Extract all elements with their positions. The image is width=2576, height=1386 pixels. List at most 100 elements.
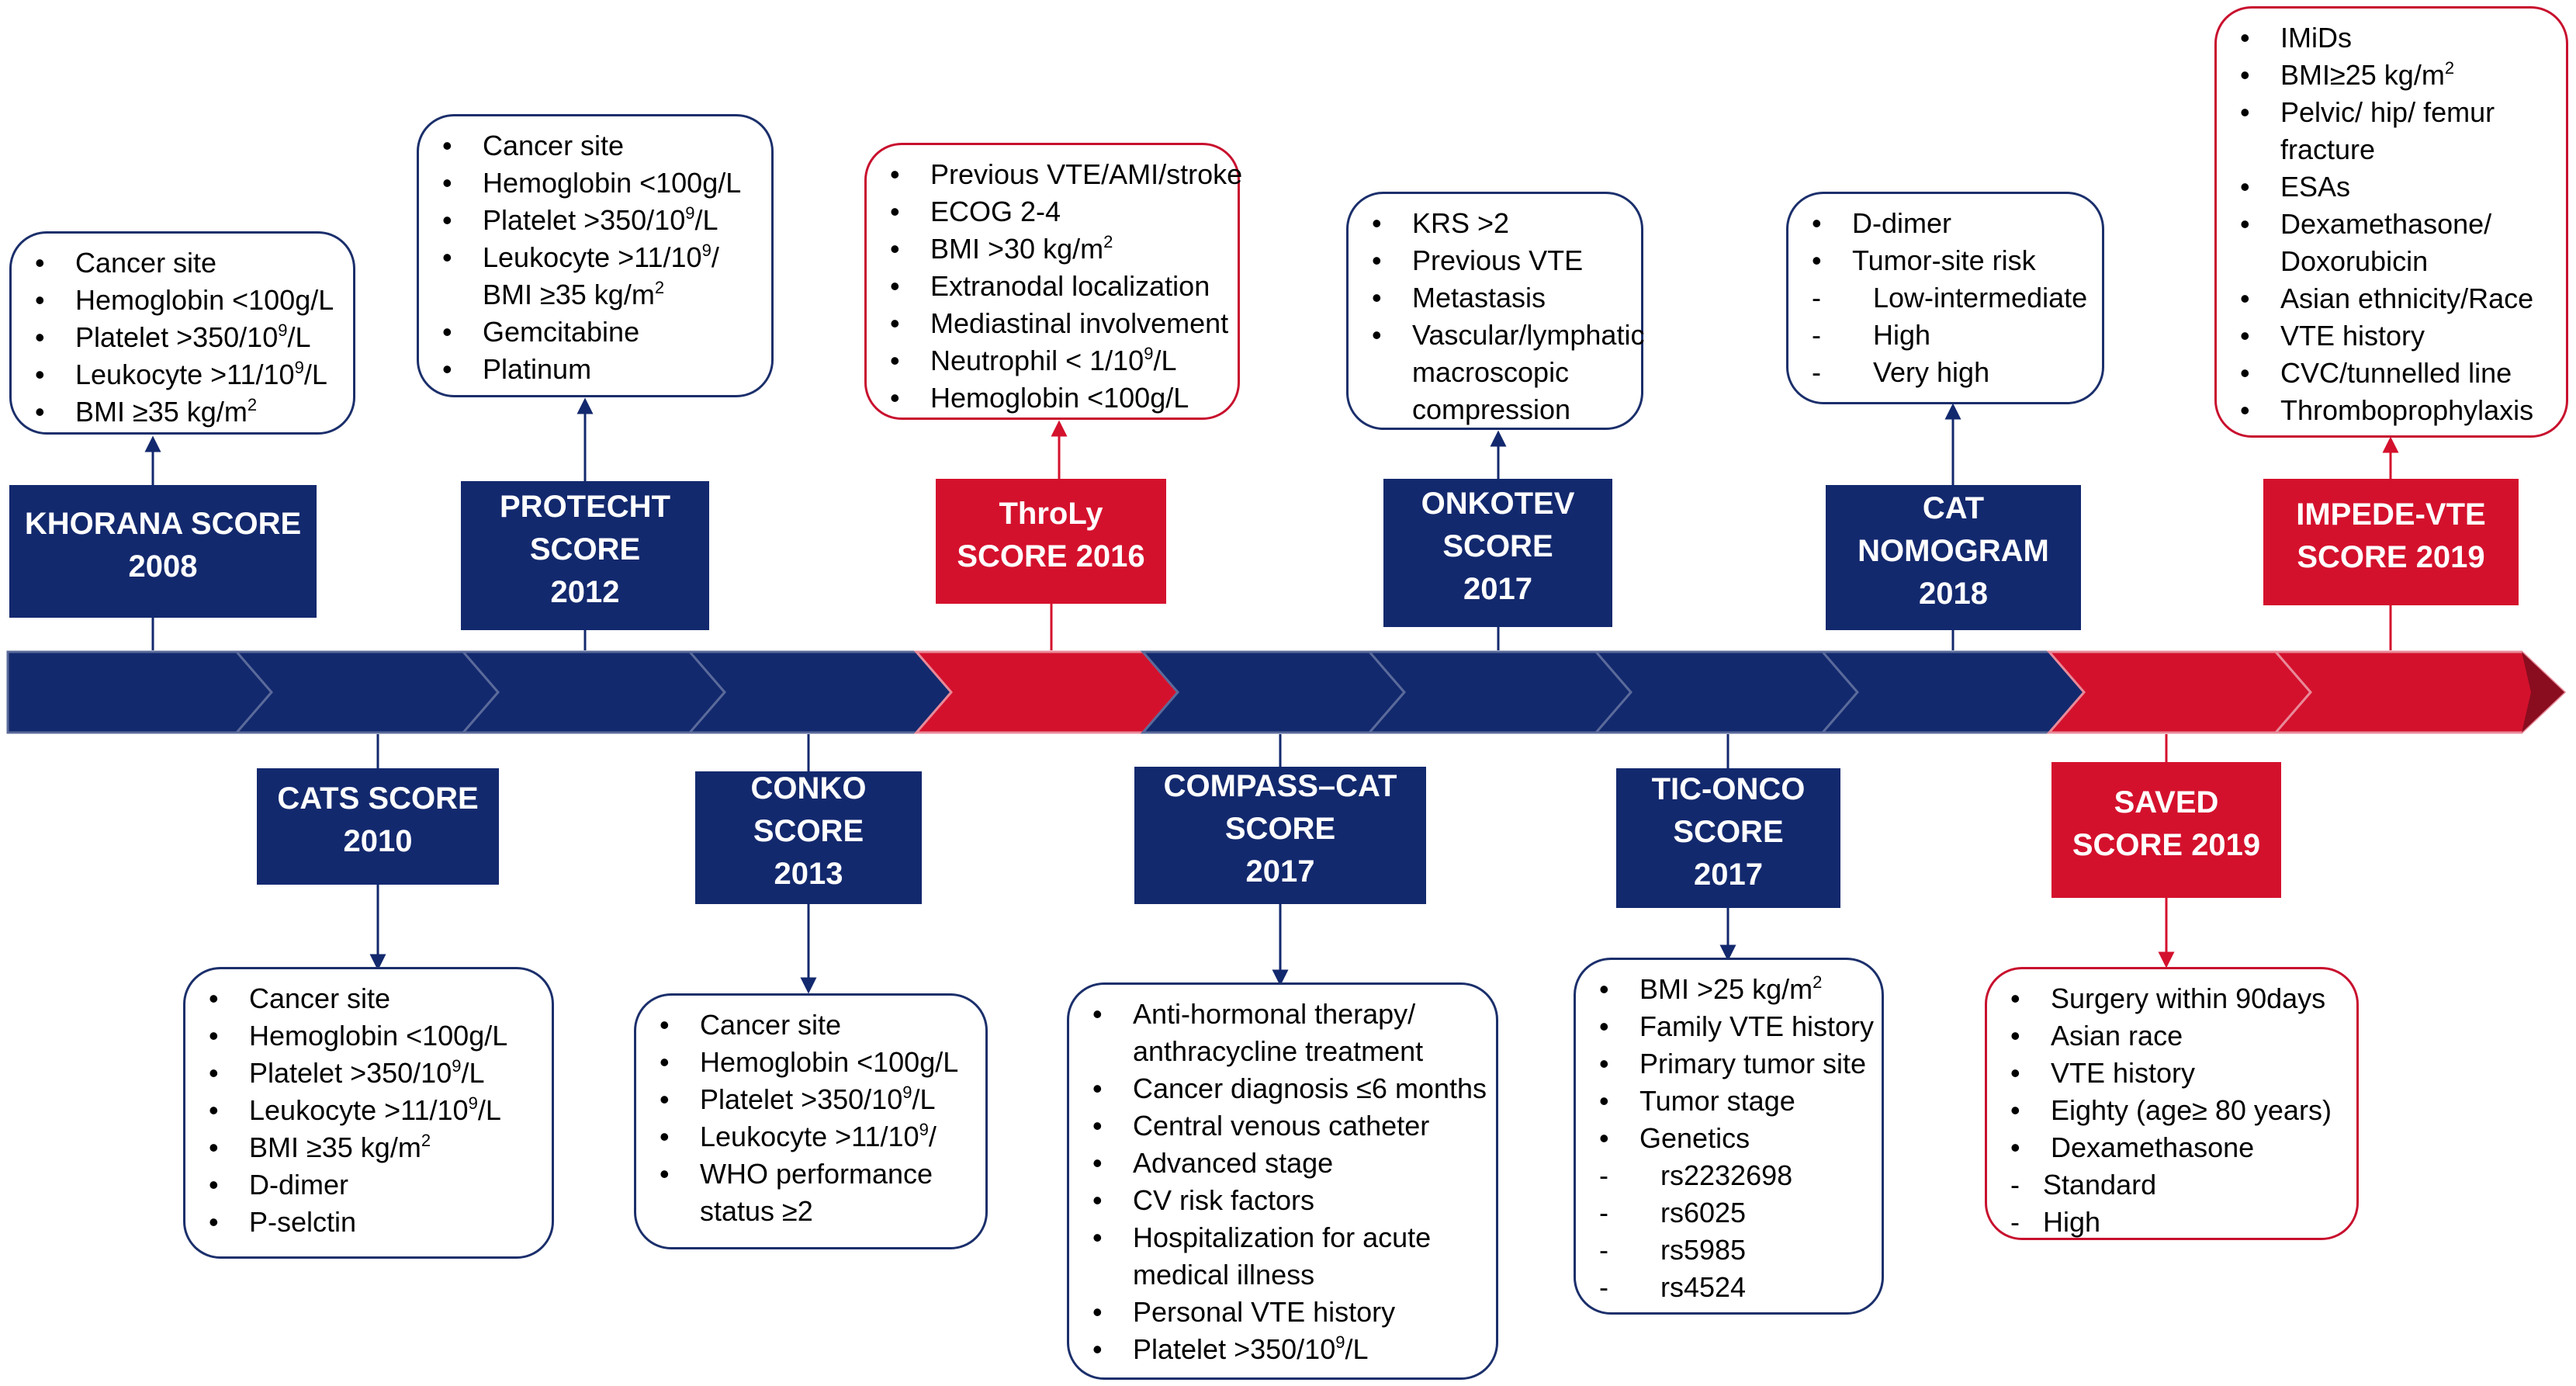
protecht-title-line-2: SCORE xyxy=(529,532,641,567)
criteria-item: Standard xyxy=(2006,1166,2338,1204)
timeline-bar xyxy=(6,650,2567,734)
timeline-segment-4 xyxy=(687,650,953,734)
protecht-title-line-3: 2012 xyxy=(550,574,620,609)
protecht-criteria-box: Cancer siteHemoglobin <100g/LPlatelet >3… xyxy=(417,114,774,397)
criteria-item: Cancer site xyxy=(655,1007,967,1044)
criteria-item: Cancer site xyxy=(438,127,753,165)
criteria-item: P-selctin xyxy=(204,1204,533,1241)
onkotev-title-line-3: 2017 xyxy=(1463,572,1532,606)
criteria-item: Leukocyte >11/109/ xyxy=(438,239,753,276)
criteria-item: Hemoglobin <100g/L xyxy=(438,165,753,202)
throly-title-line-2: SCORE 2016 xyxy=(957,539,1145,573)
cat-nomogram-title-line-3: 2018 xyxy=(1919,577,1988,611)
criteria-item: D-dimer xyxy=(204,1166,533,1204)
criteria-item: Platinum xyxy=(438,351,753,388)
criteria-item: rs5985 xyxy=(1594,1232,1863,1269)
criteria-item: rs6025 xyxy=(1594,1194,1863,1232)
throly-criteria-box: Previous VTE/AMI/strokeECOG 2-4BMI >30 k… xyxy=(864,143,1242,420)
timeline-segment-1 xyxy=(6,650,273,734)
criteria-item: Hemoglobin <100g/L xyxy=(204,1017,533,1055)
criteria-item: Pelvic/ hip/ femur xyxy=(2235,94,2547,131)
khorana-score-label: KHORANA SCORE 2008 xyxy=(9,485,317,618)
criteria-item: Primary tumor site xyxy=(1594,1045,1866,1083)
compass-cat-score-label: COMPASS–CAT SCORE 2017 xyxy=(1134,767,1426,904)
criteria-item: High xyxy=(2006,1204,2338,1241)
criteria-item: rs2232698 xyxy=(1594,1157,1863,1194)
timeline-segment-3 xyxy=(460,650,726,734)
criteria-item: Extranodal localization xyxy=(885,268,1219,305)
criteria-item: ECOG 2-4 xyxy=(885,193,1219,230)
criteria-item: Previous VTE/AMI/stroke xyxy=(885,156,1242,193)
timeline-segment-7 xyxy=(1366,650,1633,734)
saved-criteria-box: Surgery within 90daysAsian raceVTE histo… xyxy=(1985,967,2359,1241)
criteria-item: Asian ethnicity/Race xyxy=(2235,280,2547,317)
tic-onco-title-line-1: TIC-ONCO xyxy=(1651,771,1806,806)
compass-title-line-2: SCORE xyxy=(1224,812,1336,846)
criteria-item: Low-intermediate xyxy=(1807,279,2087,317)
criteria-item: D-dimer xyxy=(1807,205,2083,242)
criteria-item: KRS >2 xyxy=(1367,205,1622,242)
criteria-item: VTE history xyxy=(2006,1055,2338,1092)
timeline-segment-10 xyxy=(2046,650,2312,734)
criteria-item: Cancer site xyxy=(204,980,533,1017)
criteria-item: Platelet >350/109/L xyxy=(1088,1331,1477,1368)
conko-title-line-3: 2013 xyxy=(774,857,843,891)
connectors-upper xyxy=(144,397,2399,650)
criteria-item: CV risk factors xyxy=(1088,1182,1477,1219)
criteria-item: Tumor-site risk xyxy=(1807,242,2083,279)
criteria-item: VTE history xyxy=(2235,317,2547,355)
criteria-item: Leukocyte >11/109/L xyxy=(204,1092,533,1129)
protecht-title-line-1: PROTECHT xyxy=(500,489,670,524)
impede-vte-score-label: IMPEDE-VTE SCORE 2019 xyxy=(2263,479,2519,605)
connectors-lower xyxy=(369,734,2175,994)
protecht-score-label: PROTECHT SCORE 2012 xyxy=(461,481,709,630)
cat-nomogram-title-line-2: NOMOGRAM xyxy=(1858,534,2049,568)
criteria-item: BMI >30 kg/m2 xyxy=(885,230,1219,268)
criteria-item: Gemcitabine xyxy=(438,314,753,351)
cats-score-label: CATS SCORE 2010 xyxy=(257,768,499,885)
timeline-segment-6 xyxy=(1140,650,1406,734)
criteria-item: Advanced stage xyxy=(1088,1145,1477,1182)
criteria-item: Dexamethasone xyxy=(2006,1129,2338,1166)
impede-vte-criteria-box: IMiDsBMI≥25 kg/m2Pelvic/ hip/ femurfract… xyxy=(2214,6,2568,438)
criteria-item: Hemoglobin <100g/L xyxy=(885,379,1219,417)
criteria-item: IMiDs xyxy=(2235,19,2547,57)
saved-title-line-1: SAVED xyxy=(2114,785,2219,819)
khorana-criteria-box: Cancer siteHemoglobin <100g/LPlatelet >3… xyxy=(9,231,355,435)
criteria-item: status ≥2 xyxy=(700,1195,813,1227)
compass-title-line-1: COMPASS–CAT xyxy=(1163,769,1397,803)
criteria-item: Platelet >350/109/L xyxy=(655,1081,967,1118)
criteria-item: fracture xyxy=(2280,133,2376,165)
timeline-segment-9 xyxy=(1819,650,2086,734)
saved-title-line-2: SCORE 2019 xyxy=(2072,827,2261,862)
criteria-item: WHO performance xyxy=(655,1156,967,1193)
criteria-item: BMI ≥35 kg/m2 xyxy=(483,278,665,310)
timeline-segment-5 xyxy=(913,650,1179,734)
cat-nomogram-title-line-1: CAT xyxy=(1922,491,1985,525)
criteria-item: Tumor stage xyxy=(1594,1083,1863,1120)
criteria-item: BMI ≥35 kg/m2 xyxy=(204,1129,533,1166)
criteria-item: Cancer diagnosis ≤6 months xyxy=(1088,1070,1487,1107)
criteria-item: ESAs xyxy=(2235,168,2547,206)
criteria-item: Leukocyte >11/109/L xyxy=(30,356,334,393)
compass-cat-criteria-box: Anti-hormonal therapy/anthracycline trea… xyxy=(1067,982,1498,1380)
criteria-item: compression xyxy=(1412,393,1571,425)
criteria-item: Platelet >350/109/L xyxy=(438,202,753,239)
criteria-item: Eighty (age≥ 80 years) xyxy=(2006,1092,2338,1129)
cat-nomogram-label: CAT NOMOGRAM 2018 xyxy=(1826,485,2081,630)
cat-nomogram-criteria-box: D-dimerTumor-site riskLow-intermediateHi… xyxy=(1786,192,2104,404)
criteria-item: Dexamethasone/ xyxy=(2235,206,2547,243)
throly-title-line-1: ThroLy xyxy=(999,496,1103,531)
criteria-item: Surgery within 90days xyxy=(2006,980,2338,1017)
criteria-item: anthracycline treatment xyxy=(1133,1035,1424,1067)
criteria-item: Neutrophil < 1/109/L xyxy=(885,342,1219,379)
timeline-segment-11 xyxy=(2273,650,2567,734)
criteria-item: Very high xyxy=(1807,354,2083,391)
criteria-item: Hospitalization for acute xyxy=(1088,1219,1477,1256)
conko-title-line-2: SCORE xyxy=(753,814,864,848)
criteria-item: High xyxy=(1807,317,2083,354)
criteria-item: Thromboprophylaxis xyxy=(2235,392,2547,429)
timeline-segment-2 xyxy=(234,650,500,734)
cats-title-line-1: CATS SCORE xyxy=(277,781,479,816)
criteria-item: rs4524 xyxy=(1594,1269,1863,1306)
